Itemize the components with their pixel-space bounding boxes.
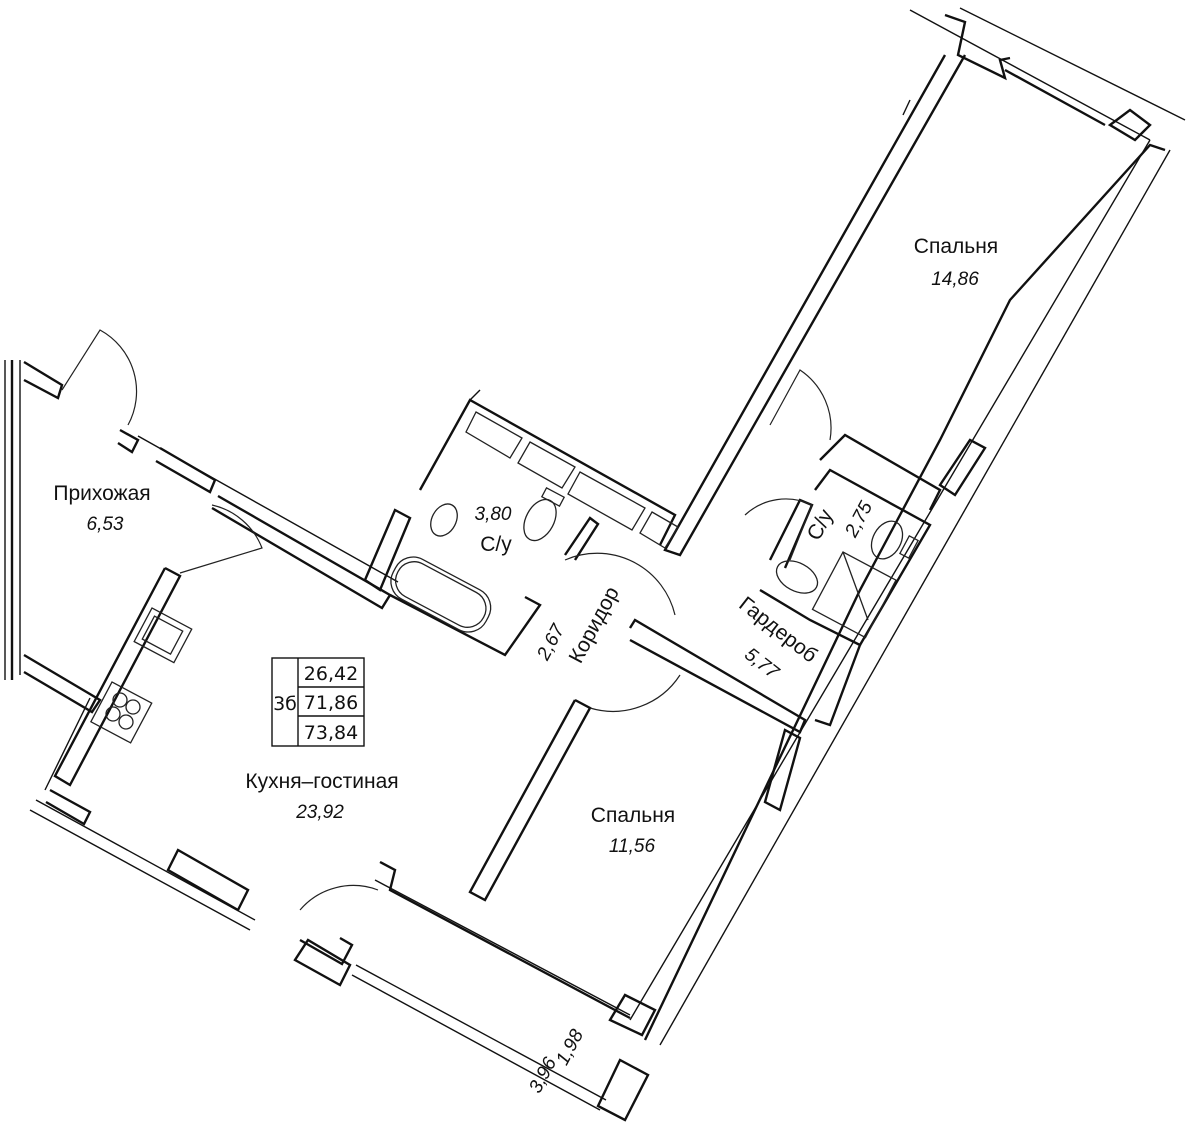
fixtures: [89, 487, 919, 744]
area-summary-table: 3б 26,42 71,86 73,84: [271, 657, 365, 747]
bedroom-bottom-name: Спальня: [591, 804, 675, 827]
total-area-value: 71,86: [304, 692, 358, 714]
bath2-name: С/у: [803, 505, 838, 544]
room-labels: Прихожая 6,53 Кухня–гостиная 23,92 3,80 …: [53, 235, 998, 1097]
wardrobe-area: 5,77: [740, 644, 783, 684]
interior-walls: [363, 389, 987, 902]
bedroom-bottom-area: 11,56: [609, 836, 656, 857]
bedroom-top-name: Спальня: [914, 235, 998, 258]
bath2-area: 2,75: [841, 498, 878, 542]
exterior-walls: [4, 7, 1186, 1122]
hall-name: Прихожая: [53, 482, 150, 505]
corridor-area: 2,67: [533, 620, 570, 665]
living-area-value: 26,42: [304, 663, 358, 685]
rooms-count-label: 3б: [273, 693, 297, 715]
kitchen-name: Кухня–гостиная: [245, 770, 398, 793]
kitchen-area: 23,92: [295, 802, 344, 823]
hall-area: 6,53: [87, 514, 124, 535]
bedroom-top-area: 14,86: [931, 269, 979, 290]
total-area-with-balcony-value: 73,84: [304, 722, 358, 744]
doors: [61, 329, 832, 911]
bath1-name: С/у: [480, 533, 512, 556]
bath1-area: 3,80: [475, 504, 512, 525]
corridor-name: Коридор: [565, 583, 624, 667]
